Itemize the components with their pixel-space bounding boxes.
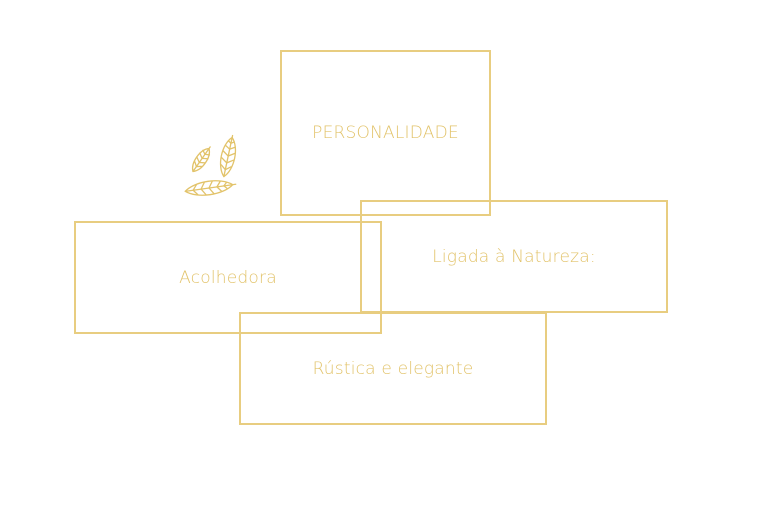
box-personalidade-label: PERSONALIDADE — [312, 123, 459, 143]
box-personalidade: PERSONALIDADE — [280, 50, 491, 216]
box-rustica-e-elegante-label: Rústica e elegante — [312, 358, 474, 379]
box-ligada-a-natureza-label: Ligada à Natureza: — [432, 246, 596, 267]
box-acolhedora-label: Acolhedora — [179, 267, 277, 288]
leaves-icon — [184, 134, 237, 196]
box-acolhedora: Acolhedora — [74, 221, 382, 334]
box-rustica-e-elegante: Rústica e elegante — [239, 312, 547, 425]
box-ligada-a-natureza: Ligada à Natureza: — [360, 200, 668, 313]
